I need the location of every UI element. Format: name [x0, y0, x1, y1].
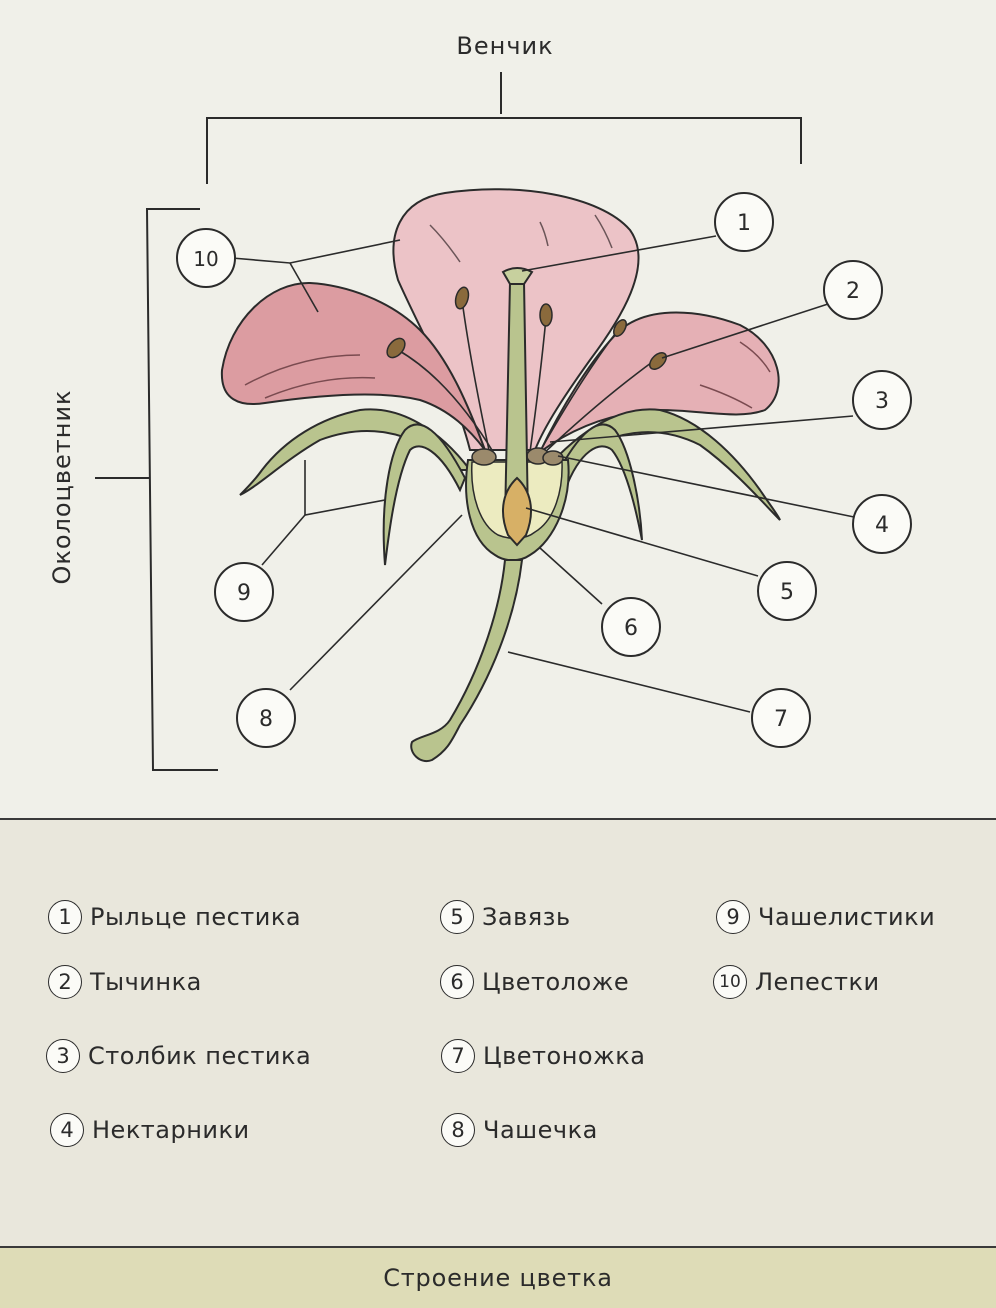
svg-text:8: 8	[259, 707, 273, 732]
callout-2: 2	[823, 260, 883, 320]
legend-item-pedicel: 7 Цветоножка	[441, 1036, 645, 1076]
callout-7: 7	[751, 688, 811, 748]
legend-label: Завязь	[482, 903, 571, 931]
leader-lines	[231, 235, 855, 713]
legend-label: Столбик пестика	[88, 1042, 312, 1070]
corolla-label: Венчик	[456, 32, 553, 60]
callout-10: 10	[176, 228, 236, 288]
figure-caption: Строение цветка	[383, 1264, 613, 1292]
legend-label: Тычинка	[90, 968, 202, 996]
legend-number: 9	[716, 900, 750, 934]
legend-label: Чашечка	[483, 1116, 598, 1144]
svg-text:4: 4	[875, 513, 889, 538]
footer-title-band: Строение цветка	[0, 1248, 996, 1308]
callout-1: 1	[714, 192, 774, 252]
perianth-bracket	[95, 208, 218, 771]
ovary	[502, 476, 532, 547]
legend-item-stigma: 1 Рыльце пестика	[48, 897, 301, 937]
corolla-bracket	[206, 72, 802, 184]
svg-text:2: 2	[846, 279, 860, 304]
pedicel	[410, 559, 524, 763]
svg-text:5: 5	[780, 580, 794, 605]
nectaries	[471, 447, 564, 466]
stigma	[501, 267, 534, 285]
callout-3: 3	[852, 370, 912, 430]
callout-markers: 1 2 3 4 5 6 7 8 9 10	[176, 192, 912, 748]
legend-number: 8	[441, 1113, 475, 1147]
legend-number: 4	[50, 1113, 84, 1147]
legend-item-ovary: 5 Завязь	[440, 897, 571, 937]
svg-text:9: 9	[237, 581, 251, 606]
flower-illustration: Венчик Околоцветник	[48, 32, 912, 771]
legend-label: Нектарники	[92, 1116, 250, 1144]
legend-label: Цветоножка	[483, 1042, 646, 1070]
svg-text:3: 3	[875, 389, 889, 414]
flower-diagram: Венчик Околоцветник	[48, 32, 912, 771]
legend-label: Чашелистики	[758, 903, 936, 931]
legend-number: 1	[48, 900, 82, 934]
legend-number: 7	[441, 1039, 475, 1073]
legend-number: 10	[713, 965, 747, 999]
svg-text:7: 7	[774, 707, 788, 732]
legend-label: Цветоложе	[482, 968, 630, 996]
svg-text:1: 1	[737, 211, 751, 236]
petal-left	[220, 281, 486, 451]
legend-item-style: 3 Столбик пестика	[46, 1036, 311, 1076]
callout-4: 4	[852, 494, 912, 554]
callout-6: 6	[601, 597, 661, 657]
legend-panel: 1 Рыльце пестика 2 Тычинка 3 Столбик пес…	[0, 818, 996, 1248]
legend-number: 2	[48, 965, 82, 999]
legend-item-petals: 10 Лепестки	[713, 962, 880, 1002]
legend-item-calyx: 8 Чашечка	[441, 1110, 598, 1150]
legend-item-stamen: 2 Тычинка	[48, 962, 202, 1002]
perianth-label: Околоцветник	[48, 389, 76, 584]
legend-item-receptacle: 6 Цветоложе	[440, 962, 629, 1002]
legend-label: Лепестки	[755, 968, 880, 996]
callout-9: 9	[214, 562, 274, 622]
legend-number: 6	[440, 965, 474, 999]
legend-item-nectaries: 4 Нектарники	[50, 1110, 250, 1150]
callout-5: 5	[757, 561, 817, 621]
legend-label: Рыльце пестика	[90, 903, 302, 931]
legend-number: 5	[440, 900, 474, 934]
callout-8: 8	[236, 688, 296, 748]
svg-text:6: 6	[624, 616, 638, 641]
svg-text:10: 10	[193, 247, 218, 271]
stamens	[397, 299, 656, 456]
legend-item-sepals: 9 Чашелистики	[716, 897, 935, 937]
legend-number: 3	[46, 1039, 80, 1073]
